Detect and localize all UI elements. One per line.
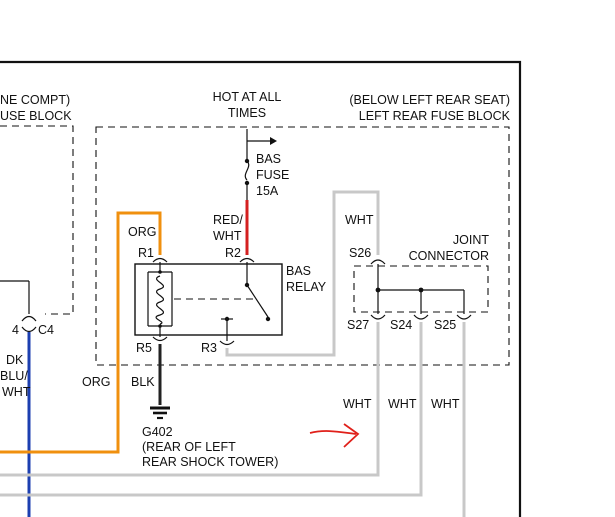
relay-pin-r2-label: R2	[225, 246, 241, 260]
relay-switch-icon	[221, 262, 271, 341]
joint-connector-label-line2: CONNECTOR	[409, 249, 489, 263]
c4-connector-label: C4	[38, 323, 54, 337]
relay-pin-r5-label: R5	[136, 341, 152, 355]
left-fuse-block-title-line2: USE BLOCK	[0, 109, 72, 123]
left-fuse-block-title-line1: NE COMPT)	[0, 93, 70, 107]
joint-pin-s25-label: S25	[434, 318, 456, 332]
joint-pin-s27-label: S27	[347, 318, 369, 332]
bas-fuse-label-line2: FUSE	[256, 168, 289, 182]
org-top-label: ORG	[128, 225, 156, 239]
ground-location-line1: (REAR OF LEFT	[142, 440, 236, 454]
c4-connector-pin	[21, 315, 37, 322]
hot-at-all-times-line1: HOT AT ALL	[213, 90, 282, 104]
relay-pin-r3	[219, 340, 235, 346]
joint-pin-s26-label: S26	[349, 246, 371, 260]
relay-pin-r2	[239, 257, 255, 263]
joint-connector-label-line1: JOINT	[453, 233, 489, 247]
joint-pin-s26	[370, 259, 386, 265]
bas-relay-label-line2: RELAY	[286, 280, 327, 294]
joint-pin-s24	[413, 314, 429, 320]
bas-relay-box	[134, 263, 283, 336]
left-rear-fuse-block-title-line2: LEFT REAR FUSE BLOCK	[359, 109, 511, 123]
annotation-arrow-icon	[309, 423, 360, 448]
relay-pin-r1	[152, 257, 168, 263]
wht-r3-label: WHT	[345, 213, 374, 227]
blue-wire-label-3: WHT	[2, 385, 31, 399]
blk-label: BLK	[131, 375, 155, 389]
wht-output-label-2: WHT	[388, 397, 417, 411]
bas-fuse-label-line3: 15A	[256, 184, 279, 198]
hot-at-all-times-line2: TIMES	[228, 106, 266, 120]
org-bottom-label: ORG	[82, 375, 110, 389]
joint-node-1	[375, 287, 381, 293]
relay-pin-r1-label: R1	[138, 246, 154, 260]
battery-feed-arrow-icon	[246, 129, 277, 160]
left-rear-fuse-block-title-line1: (BELOW LEFT REAR SEAT)	[349, 93, 510, 107]
fuse-icon	[244, 158, 250, 186]
bas-fuse-label-line1: BAS	[256, 152, 281, 166]
relay-coil-icon	[147, 262, 173, 337]
sheet-border	[0, 60, 522, 517]
red-wht-label-line1: RED/	[213, 213, 243, 227]
ground-icon	[150, 406, 170, 420]
r3-to-s26-wire	[225, 190, 380, 357]
relay-pin-r5	[152, 336, 168, 342]
relay-pin-r3-label: R3	[201, 341, 217, 355]
blue-wire-label-2: BLU/	[0, 369, 28, 383]
ground-location-line2: REAR SHOCK TOWER)	[142, 455, 278, 469]
joint-pin-s27	[370, 314, 386, 320]
joint-pin-s24-label: S24	[390, 318, 412, 332]
ground-id-label: G402	[142, 425, 173, 439]
red-wht-label-line2: WHT	[213, 229, 242, 243]
left-rear-fuse-block-outline	[95, 126, 510, 366]
left-fuse-block-outline	[0, 125, 74, 315]
s24-wht-wire	[0, 322, 423, 497]
joint-pin-s25	[456, 314, 472, 320]
bas-relay-label-line1: BAS	[286, 264, 311, 278]
wht-output-label-3: WHT	[431, 397, 460, 411]
wht-output-label-1: WHT	[343, 397, 372, 411]
c4-connector-pin-lower	[21, 326, 37, 333]
s27-wht-wire	[0, 322, 380, 477]
blue-wire-label-1: DK	[6, 353, 24, 367]
c4-pin-number: 4	[12, 323, 19, 337]
orange-wire	[0, 211, 162, 454]
